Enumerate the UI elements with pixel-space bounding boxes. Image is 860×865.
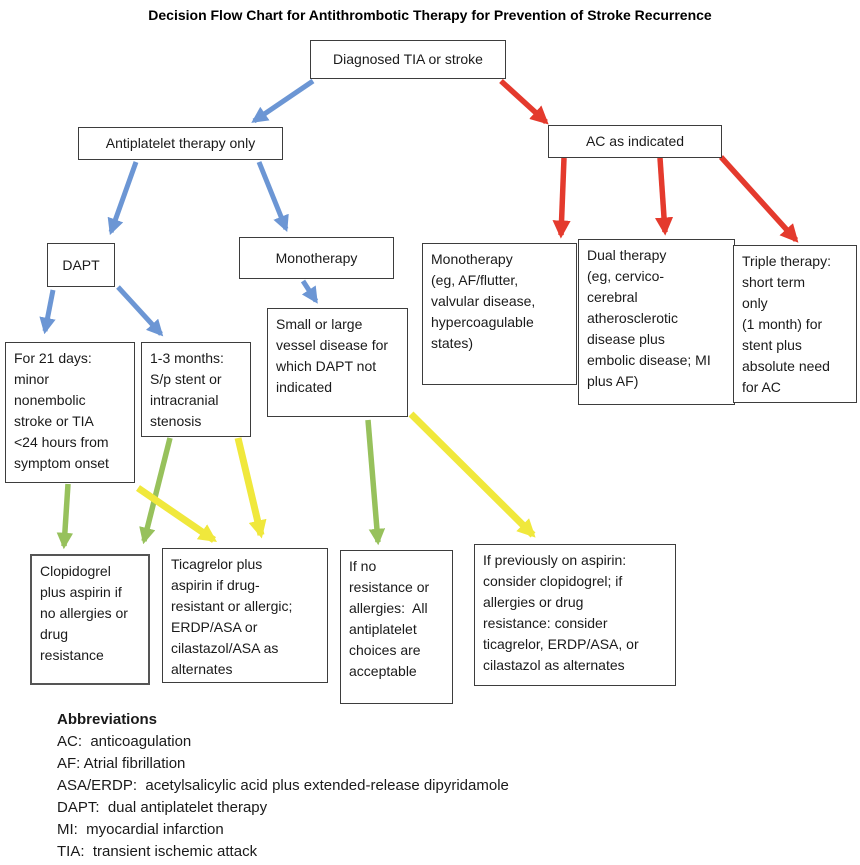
node-clopidogrel-plus-aspirin: Clopidogrel plus aspirin if no allergies… — [30, 554, 150, 685]
abbreviation-item-dapt: DAPT: dual antiplatelet therapy — [57, 799, 268, 816]
abbreviation-item-af: AF: Atrial fibrillation — [57, 755, 186, 772]
arrow-ac-to-monotherapy — [552, 157, 571, 239]
node-if-previously-on-aspirin: If previously on aspirin: consider clopi… — [474, 544, 676, 686]
abbreviation-item-asa-erdp: ASA/ERDP: acetylsalicylic acid plus exte… — [57, 777, 509, 794]
arrow-diagnosed-to-ac — [499, 78, 549, 125]
arrow-for21days-to-ticagrelor — [136, 485, 218, 543]
node-1-3-months: 1-3 months: S/p stent or intracranial st… — [141, 342, 251, 437]
chart-title: Decision Flow Chart for Antithrombotic T… — [148, 7, 712, 23]
abbreviations-block: Abbreviations AC: anticoagulation AF: At… — [57, 709, 509, 863]
node-ac-as-indicated: AC as indicated — [548, 125, 722, 158]
arrow-dapt-to-for21days — [39, 289, 56, 335]
node-ac-dual-therapy: Dual therapy (eg, cervico- cerebral athe… — [578, 239, 735, 405]
arrow-smallvessel-to-ifprev — [408, 411, 536, 538]
arrow-antiplatelet-to-dapt — [107, 161, 139, 236]
arrow-diagnosed-to-antiplatelet — [251, 78, 315, 124]
abbreviations-title: Abbreviations — [57, 711, 158, 728]
node-ac-triple-therapy: Triple therapy: short term only (1 month… — [733, 245, 857, 403]
arrow-monotherapy-to-smallvessel — [300, 279, 319, 304]
abbreviation-item-mi: MI: myocardial infarction — [57, 821, 224, 838]
abbreviation-item-tia: TIA: transient ischemic attack — [57, 843, 258, 860]
arrow-ac-to-dualtherapy — [654, 157, 674, 236]
node-monotherapy: Monotherapy — [239, 237, 394, 279]
node-ac-monotherapy: Monotherapy (eg, AF/flutter, valvular di… — [422, 243, 577, 385]
node-if-no-resistance: If no resistance or allergies: All antip… — [340, 550, 453, 704]
arrow-13months-to-clopidogrel — [139, 437, 173, 545]
node-diagnosed-tia-or-stroke: Diagnosed TIA or stroke — [310, 40, 506, 79]
node-small-or-large-vessel: Small or large vessel disease for which … — [267, 308, 408, 417]
arrow-for21days-to-clopidogrel — [56, 483, 74, 550]
arrow-ac-to-tripletherapy — [718, 155, 799, 243]
arrow-antiplatelet-to-monotherapy — [256, 161, 289, 233]
arrow-smallvessel-to-ifno — [365, 419, 386, 546]
node-dapt: DAPT — [47, 243, 115, 287]
node-antiplatelet-therapy-only: Antiplatelet therapy only — [78, 127, 283, 160]
arrow-dapt-to-13months — [116, 285, 164, 337]
node-for-21-days: For 21 days: minor nonembolic stroke or … — [5, 342, 135, 483]
abbreviation-item-ac: AC: anticoagulation — [57, 733, 192, 750]
arrow-13months-to-ticagrelor — [234, 437, 267, 539]
node-ticagrelor-plus-aspirin: Ticagrelor plus aspirin if drug- resista… — [162, 548, 328, 683]
